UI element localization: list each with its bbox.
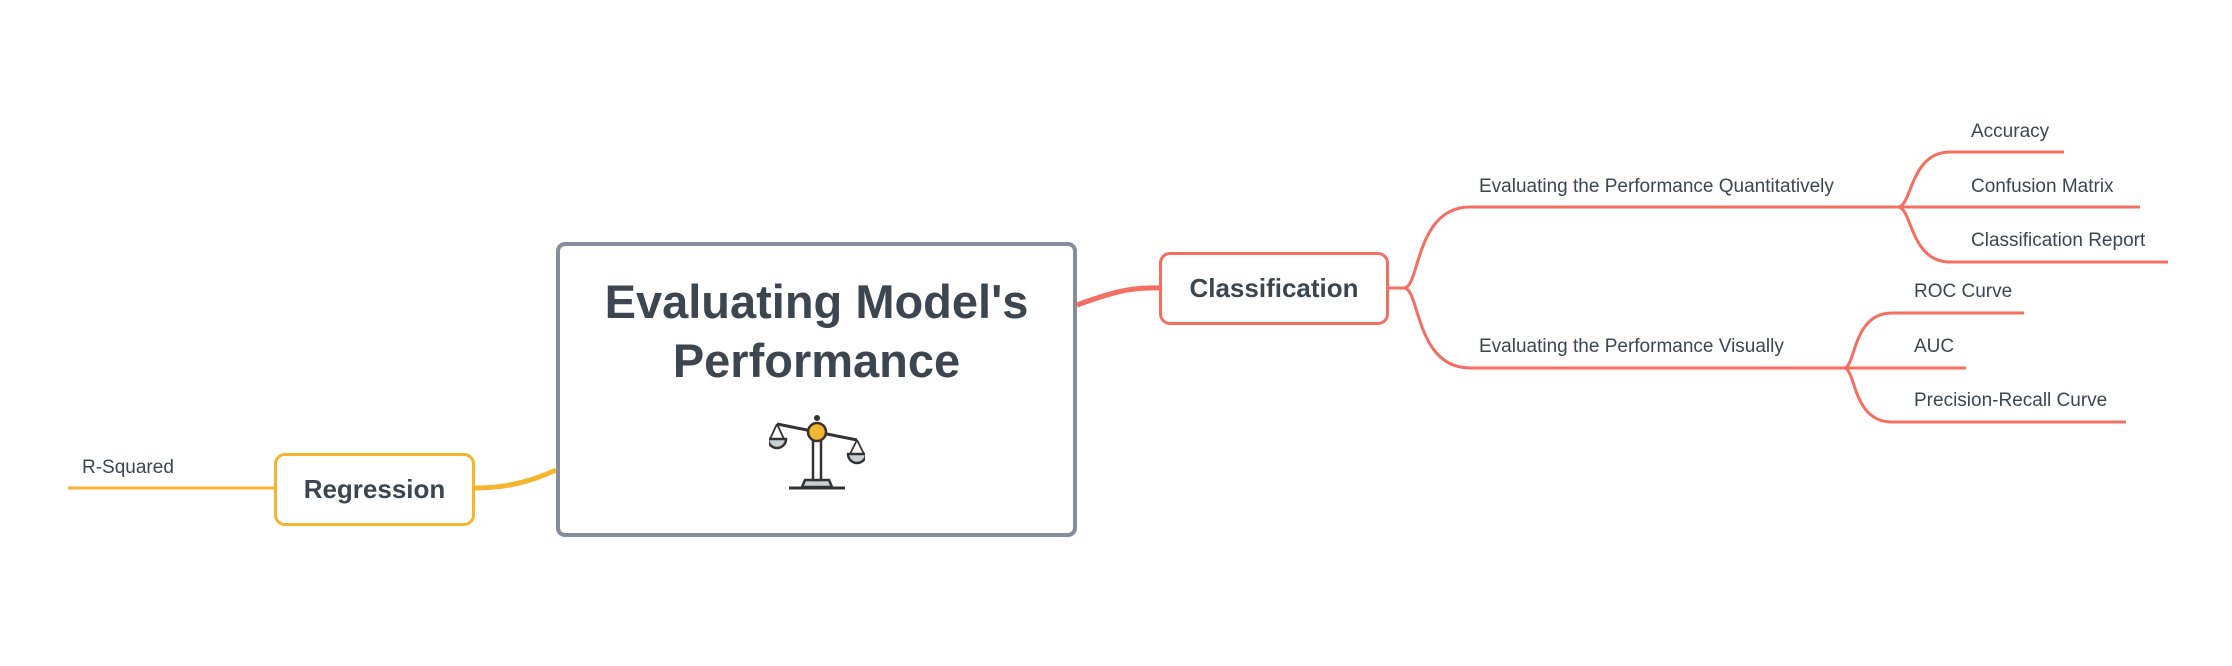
central-topic-title: Evaluating Model's Performance — [605, 272, 1029, 390]
central-title-line-2: Performance — [672, 334, 961, 387]
central-title-line-1: Evaluating Model's — [604, 275, 1029, 328]
balance-scale-icon — [768, 415, 865, 490]
classification-report-node[interactable]: Classification Report — [1971, 230, 2146, 251]
roc-curve-node[interactable]: ROC Curve — [1914, 281, 2013, 302]
auc-node[interactable]: AUC — [1914, 336, 1955, 357]
connector-classification-quantitative — [1389, 205, 1898, 290]
confusion-matrix-node[interactable]: Confusion Matrix — [1971, 176, 2114, 197]
connector-classification-visual — [1389, 286, 1844, 370]
r-squared-node[interactable]: R-Squared — [82, 457, 174, 478]
connector-classification-report — [1880, 205, 2168, 264]
regression-node[interactable]: Regression — [274, 453, 475, 526]
connector-precision-recall — [1825, 366, 2126, 424]
classification-node[interactable]: Classification — [1159, 252, 1389, 325]
visual-evaluation-node[interactable]: Evaluating the Performance Visually — [1479, 336, 1784, 357]
connector-central-regression — [474, 467, 558, 491]
accuracy-node[interactable]: Accuracy — [1971, 121, 2050, 142]
precision-recall-curve-node[interactable]: Precision-Recall Curve — [1914, 390, 2108, 411]
central-topic[interactable]: Evaluating Model's Performance — [556, 242, 1077, 537]
connector-central-classification — [1076, 285, 1160, 308]
quantitative-evaluation-node[interactable]: Evaluating the Performance Quantitativel… — [1479, 176, 1834, 197]
